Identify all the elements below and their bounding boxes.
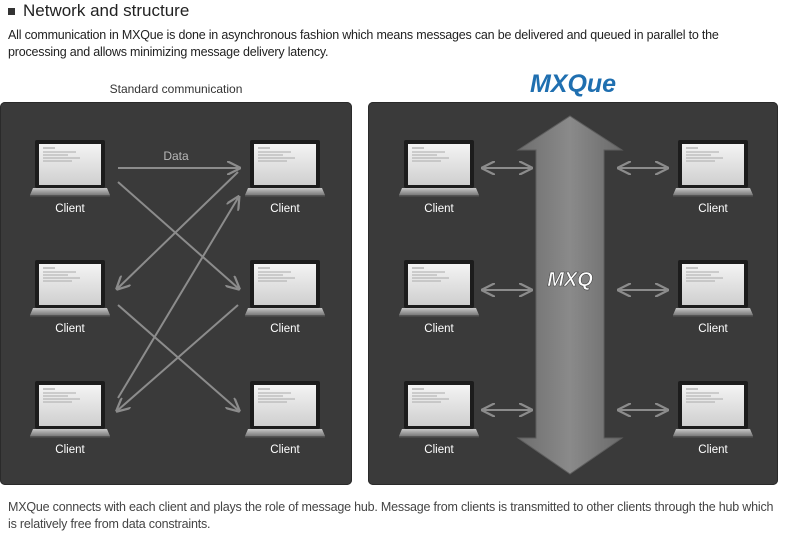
client-laptop: Client bbox=[672, 380, 754, 456]
data-arrow bbox=[118, 304, 239, 410]
intro-paragraph: All communication in MXQue is done in as… bbox=[8, 28, 719, 59]
client-laptop: Client bbox=[398, 139, 480, 215]
client-laptop: Client bbox=[244, 139, 326, 215]
data-arrow bbox=[117, 198, 238, 399]
client-label: Client bbox=[55, 203, 85, 215]
standard-clients: Client Client Client Client Client Clien… bbox=[29, 139, 326, 456]
client-laptop: Client bbox=[244, 259, 326, 335]
data-arrow bbox=[117, 181, 238, 288]
client-laptop: Client bbox=[244, 380, 326, 456]
hub-links bbox=[484, 168, 666, 410]
client-laptop: Client bbox=[29, 380, 111, 456]
client-laptop: Client bbox=[672, 139, 754, 215]
client-label: Client bbox=[698, 323, 728, 335]
client-label: Client bbox=[270, 203, 300, 215]
data-arrow bbox=[118, 171, 239, 288]
client-laptop: Client bbox=[398, 380, 480, 456]
client-label: Client bbox=[270, 323, 300, 335]
mxque-clients: Client Client Client Client Client Clien… bbox=[398, 139, 754, 456]
client-label: Client bbox=[698, 444, 728, 456]
client-label: Client bbox=[55, 323, 85, 335]
client-label: Client bbox=[424, 444, 454, 456]
client-label: Client bbox=[270, 444, 300, 456]
client-label: Client bbox=[424, 323, 454, 335]
footer-paragraph: MXQue connects with each client and play… bbox=[8, 500, 774, 531]
mxq-hub-arrow bbox=[516, 115, 624, 475]
heading-text: Network and structure bbox=[23, 1, 190, 20]
section-heading: Network and structure bbox=[8, 0, 189, 22]
client-label: Client bbox=[424, 203, 454, 215]
data-arrows bbox=[118, 168, 238, 410]
client-label: Client bbox=[55, 444, 85, 456]
square-bullet-icon bbox=[8, 7, 15, 15]
client-laptop: Client bbox=[29, 259, 111, 335]
client-laptop: Client bbox=[398, 259, 480, 335]
mxque-title: MXQue bbox=[529, 70, 617, 98]
client-label: Client bbox=[698, 203, 728, 215]
data-label: Data bbox=[163, 149, 189, 163]
mxq-hub-label: MXQ bbox=[547, 269, 593, 291]
standard-communication-title: Standard communication bbox=[109, 82, 243, 96]
client-laptop: Client bbox=[672, 259, 754, 335]
client-laptop: Client bbox=[29, 139, 111, 215]
